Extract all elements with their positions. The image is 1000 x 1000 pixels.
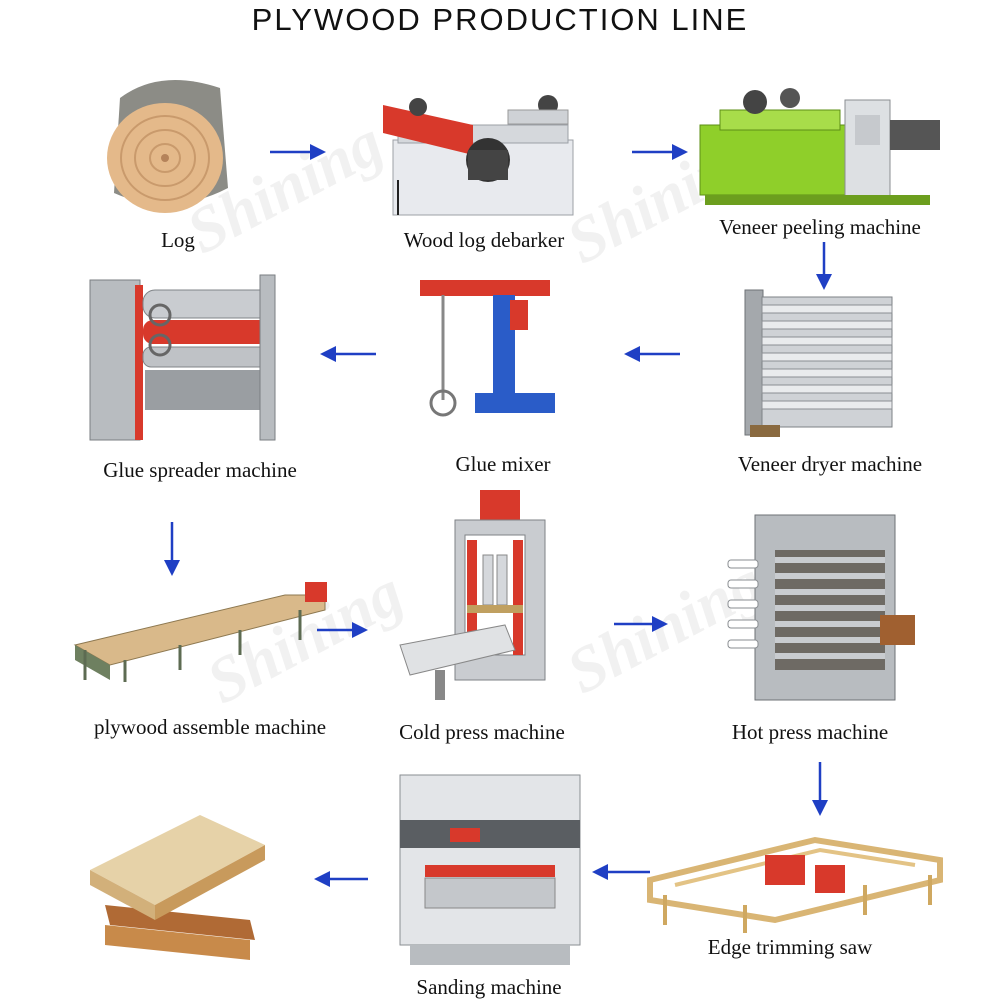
arrow-right-icon bbox=[270, 144, 326, 160]
arrow-left-icon bbox=[624, 346, 680, 362]
arrow-left-icon bbox=[592, 864, 650, 880]
arrow-down-icon bbox=[812, 762, 828, 816]
glue-spreader-icon bbox=[85, 265, 285, 445]
step-label-debarker: Wood log debarker bbox=[403, 228, 565, 252]
arrow-right-icon bbox=[632, 144, 688, 160]
page-title: PLYWOOD PRODUCTION LINE bbox=[251, 2, 749, 37]
hot-press-icon bbox=[720, 505, 920, 705]
cold-press-icon bbox=[395, 485, 575, 710]
step-label-sanding: Sanding machine bbox=[416, 975, 562, 999]
step-label-coldpress: Cold press machine bbox=[399, 720, 565, 744]
step-label-assemble: plywood assemble machine bbox=[93, 715, 327, 739]
assemble-machine-icon bbox=[70, 570, 330, 690]
log-icon bbox=[100, 68, 240, 218]
step-label-spreader: Glue spreader machine bbox=[103, 458, 297, 482]
glue-mixer-icon bbox=[415, 275, 565, 420]
step-label-dryer: Veneer dryer machine bbox=[737, 452, 923, 476]
arrow-left-icon bbox=[320, 346, 376, 362]
step-label-log: Log bbox=[161, 228, 195, 252]
dryer-machine-icon bbox=[740, 285, 900, 440]
debarker-icon bbox=[378, 85, 588, 220]
arrow-down-icon bbox=[164, 522, 180, 576]
arrow-right-icon bbox=[317, 622, 368, 638]
step-label-hotpress: Hot press machine bbox=[731, 720, 889, 744]
step-label-mixer: Glue mixer bbox=[455, 452, 551, 476]
peeling-machine-icon bbox=[695, 80, 945, 210]
arrow-right-icon bbox=[614, 616, 668, 632]
plywood-boards-icon bbox=[80, 810, 270, 970]
step-label-peeling: Veneer peeling machine bbox=[719, 215, 921, 239]
edge-saw-icon bbox=[645, 825, 945, 935]
sanding-machine-icon bbox=[395, 770, 585, 970]
step-label-trimming: Edge trimming saw bbox=[707, 935, 873, 959]
arrow-left-icon bbox=[314, 871, 368, 887]
arrow-down-icon bbox=[816, 242, 832, 290]
